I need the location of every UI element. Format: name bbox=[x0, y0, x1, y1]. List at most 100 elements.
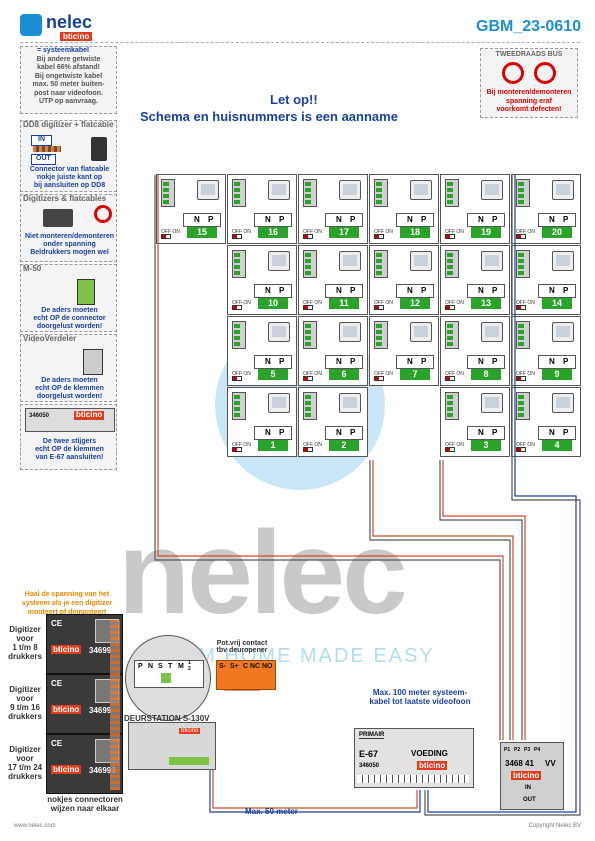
connector-icon bbox=[91, 137, 107, 161]
apartment-number: 20 bbox=[542, 227, 572, 238]
apartment-number: 11 bbox=[329, 298, 359, 309]
offon-label: OFF ON bbox=[303, 300, 322, 306]
label-line: voor bbox=[16, 634, 34, 643]
videophone-icon bbox=[481, 251, 503, 271]
n-label: N bbox=[549, 357, 555, 366]
m50-connector-icon bbox=[445, 250, 459, 278]
port-p1: P1 bbox=[504, 747, 511, 753]
n-label: N bbox=[478, 286, 484, 295]
m50-connector-icon bbox=[445, 179, 459, 207]
port-p2: P2 bbox=[514, 747, 521, 753]
offon-label: OFF ON bbox=[516, 300, 535, 306]
m50-connector-icon bbox=[303, 392, 317, 420]
bus-line-2: spanning eraf bbox=[506, 97, 552, 105]
offon-label: OFF ON bbox=[374, 371, 393, 377]
n-label: N bbox=[549, 286, 555, 295]
dip-switch bbox=[374, 305, 384, 310]
note-line: post naar videofoon. bbox=[34, 89, 103, 97]
m50-connector-icon bbox=[374, 179, 388, 207]
dip-switch bbox=[374, 376, 384, 381]
note-line: doorgelust worden! bbox=[36, 393, 103, 400]
note-title: Digitizers & flatcables bbox=[23, 194, 107, 203]
p-label: P bbox=[563, 357, 569, 366]
flatcable-icon bbox=[33, 146, 61, 152]
psu-voeding: VOEDING bbox=[411, 749, 448, 758]
psu-terminals bbox=[357, 775, 469, 783]
videophone-icon bbox=[339, 393, 361, 413]
m50-connector-icon bbox=[303, 250, 317, 278]
dip-switch bbox=[445, 234, 455, 239]
m50-connector-icon bbox=[516, 250, 530, 278]
logo-icon bbox=[20, 14, 42, 36]
note-systeemkabel: = systeemkabel Bij andere getwiste kabel… bbox=[20, 46, 117, 114]
page-code: GBM_23-0610 bbox=[476, 18, 581, 35]
contact-block: S- S+ C NC NO bbox=[216, 660, 276, 690]
note-line: echt OP de klemmen bbox=[35, 385, 104, 392]
terminal-2: 2 bbox=[188, 666, 191, 672]
label-line: Digitizer bbox=[9, 625, 41, 634]
n-label: N bbox=[336, 428, 342, 437]
ce-mark: CE bbox=[51, 739, 63, 748]
distributor-unit: P1 P2 P3 P4 3468 41 VV bticino IN OUT bbox=[500, 742, 564, 810]
label-line: 9 t/m 16 bbox=[10, 703, 40, 712]
m50-connector-icon bbox=[374, 250, 388, 278]
footer-left: www.nelec.com bbox=[14, 823, 56, 829]
bus-note: TWEEDRAADS BUS Bij monteren/demonteren s… bbox=[480, 48, 578, 118]
m50-connector-icon bbox=[303, 321, 317, 349]
note-title: = systeemkabel bbox=[37, 47, 89, 54]
apartment-number: 12 bbox=[400, 298, 430, 309]
dip-switch bbox=[445, 447, 455, 452]
videophone-icon bbox=[481, 393, 503, 413]
p-label: P bbox=[492, 357, 498, 366]
bus-title: TWEEDRAADS BUS bbox=[495, 51, 563, 58]
n-label: N bbox=[549, 428, 555, 437]
p-label: P bbox=[279, 428, 285, 437]
digitizer-code: 346993 bbox=[89, 766, 116, 775]
cable-note-line: Max. 100 meter systeem- bbox=[372, 688, 468, 697]
bus-line-3: voorkomt defecten! bbox=[496, 106, 562, 113]
digitizer-brand: bticino bbox=[51, 765, 82, 774]
n-label: N bbox=[336, 215, 342, 224]
p-label: P bbox=[350, 286, 356, 295]
n-label: N bbox=[407, 357, 413, 366]
no-power-icon bbox=[502, 61, 525, 84]
label-line: drukkers bbox=[8, 652, 42, 661]
offon-label: OFF ON bbox=[445, 229, 464, 235]
apartment-number: 2 bbox=[329, 440, 359, 451]
title-line: tbv deuropener bbox=[216, 647, 268, 654]
digitizer-label-3: Digitizer voor 17 t/m 24 drukkers bbox=[5, 745, 45, 781]
videophone-icon bbox=[339, 251, 361, 271]
note-line: max. 50 meter buiten- bbox=[32, 81, 105, 88]
offon-label: OFF ON bbox=[303, 371, 322, 377]
apartment-number: 8 bbox=[471, 369, 501, 380]
dip-switch bbox=[516, 234, 526, 239]
ce-mark: CE bbox=[51, 619, 63, 628]
note-line: UTP op aanvraag. bbox=[38, 98, 98, 105]
p-label: P bbox=[421, 286, 427, 295]
p-label: P bbox=[492, 286, 498, 295]
note-line: nokje juiste kant op bbox=[36, 174, 103, 181]
terminal-m: M bbox=[178, 663, 184, 670]
psu-brand: bticino bbox=[417, 761, 448, 770]
p-label: P bbox=[421, 357, 427, 366]
logo-sub: bticino bbox=[60, 32, 93, 41]
doorstation-unit: bticino bbox=[128, 722, 216, 770]
dip-switch bbox=[445, 305, 455, 310]
footer-line: wijzen naar elkaar bbox=[50, 804, 120, 813]
offon-label: OFF ON bbox=[516, 229, 535, 235]
green-terminal bbox=[161, 673, 171, 683]
digitizer-icon bbox=[43, 209, 73, 227]
n-label: N bbox=[407, 215, 413, 224]
videophone-icon bbox=[339, 322, 361, 342]
